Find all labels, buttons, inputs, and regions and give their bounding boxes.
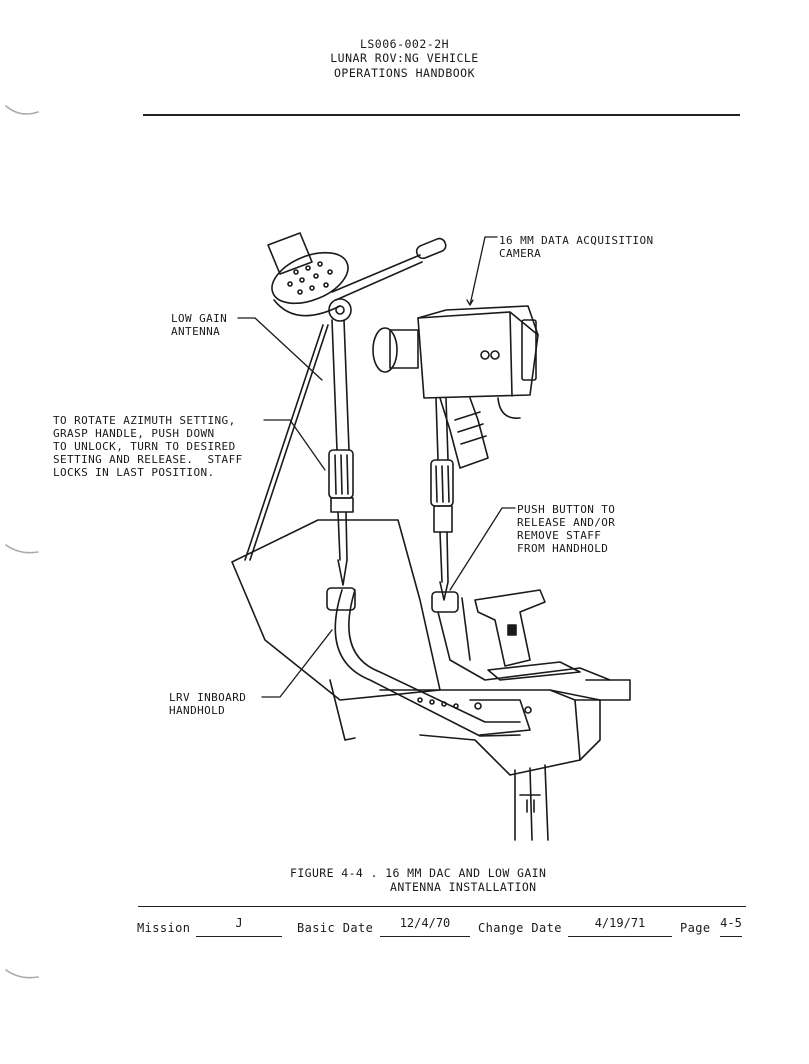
- figure-caption-line-1: FIGURE 4-4 . 16 MM DAC AND LOW GAIN: [290, 866, 547, 880]
- mission-underline: [196, 936, 282, 937]
- change-date-label: Change Date: [478, 921, 562, 935]
- page-number: 4-5: [720, 916, 742, 930]
- basic-date-underline: [380, 936, 470, 937]
- callout-leaders: [237, 236, 516, 698]
- data-acquisition-camera-drawing: [372, 305, 539, 469]
- antenna-staff-drawing: [244, 319, 354, 586]
- low-gain-antenna-drawing: [267, 232, 447, 322]
- change-date-underline: [568, 936, 672, 937]
- camera-staff-drawing: [430, 397, 454, 601]
- document-title-line-2: OPERATIONS HANDBOOK: [333, 66, 476, 80]
- basic-date-value: 12/4/70: [399, 916, 451, 930]
- push-button-callout: PUSH BUTTON TO RELEASE AND/OR REMOVE STA…: [517, 503, 616, 555]
- page-underline: [720, 936, 742, 937]
- figure-caption-line-2: ANTENNA INSTALLATION: [390, 880, 537, 894]
- handhold-callout: LRV INBOARD HANDHOLD: [169, 691, 247, 717]
- document-number: LS006-002-2H: [359, 37, 450, 51]
- footer-rule: [138, 906, 746, 907]
- antenna-callout: LOW GAIN ANTENNA: [171, 312, 228, 338]
- change-date-value: 4/19/71: [594, 916, 646, 930]
- page-label: Page: [680, 921, 711, 935]
- basic-date-label: Basic Date: [297, 921, 374, 935]
- header-rule: [143, 114, 740, 116]
- azimuth-instruction-callout: TO ROTATE AZIMUTH SETTING, GRASP HANDLE,…: [53, 414, 243, 479]
- camera-callout: 16 MM DATA ACQUISITION CAMERA: [499, 234, 654, 260]
- document-title-line-1: LUNAR ROV:NG VEHICLE: [330, 51, 479, 65]
- mission-label: Mission: [137, 921, 191, 935]
- mission-value: J: [235, 916, 243, 930]
- lrv-console-drawing: [231, 519, 631, 841]
